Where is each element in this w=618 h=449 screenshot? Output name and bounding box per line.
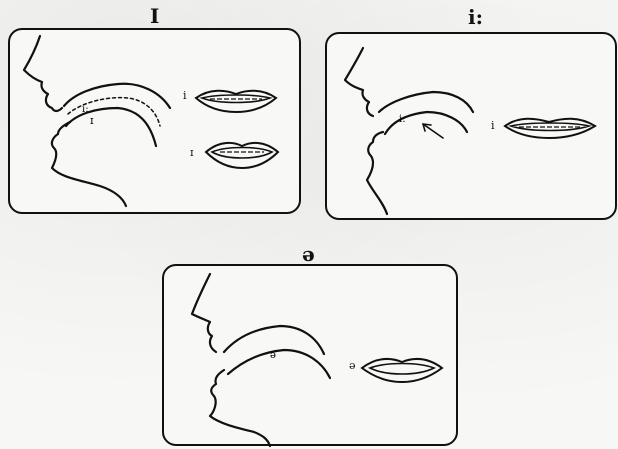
mouth-label-long-i: i xyxy=(491,120,495,132)
lips-spread-i xyxy=(196,91,276,112)
symbol-long-i: i: xyxy=(468,7,483,27)
diagram-schwa: ə ə xyxy=(162,264,458,446)
face-profile xyxy=(345,48,373,116)
mouth-label-short-i: ɪ xyxy=(190,147,194,159)
face-profile xyxy=(24,36,62,111)
head-profile-schwa: ə xyxy=(164,266,460,448)
lips-neutral-schwa xyxy=(362,359,442,382)
diagram-long-i: i: i xyxy=(325,32,617,220)
head-profile-long-i: i: xyxy=(327,34,618,222)
head-profile-short-i: i: ɪ xyxy=(10,30,303,216)
lower-jaw xyxy=(52,122,126,206)
tongue-label-upper: i: xyxy=(82,104,89,115)
tongue-schwa xyxy=(228,350,330,378)
mouth-label-schwa: ə xyxy=(349,360,356,372)
tongue-arrow xyxy=(423,124,443,138)
face-profile xyxy=(192,274,216,352)
palate xyxy=(379,92,473,112)
tongue-label: i: xyxy=(399,114,406,125)
diagram-short-i: i: ɪ i ɪ xyxy=(8,28,301,214)
mouth-label-i: i xyxy=(183,90,187,102)
lips-relaxed-short-i xyxy=(206,143,278,168)
lower-jaw xyxy=(210,370,270,446)
symbol-short-i: I xyxy=(150,6,159,26)
tongue-label-lower: ɪ xyxy=(90,114,94,127)
symbol-schwa: ə xyxy=(302,244,315,264)
tongue-label: ə xyxy=(270,350,276,361)
palate xyxy=(64,84,170,108)
tongue-short-i xyxy=(66,108,156,146)
lower-jaw xyxy=(367,132,387,214)
lips-spread-long-i xyxy=(505,119,595,138)
tongue-long-i xyxy=(385,112,467,134)
